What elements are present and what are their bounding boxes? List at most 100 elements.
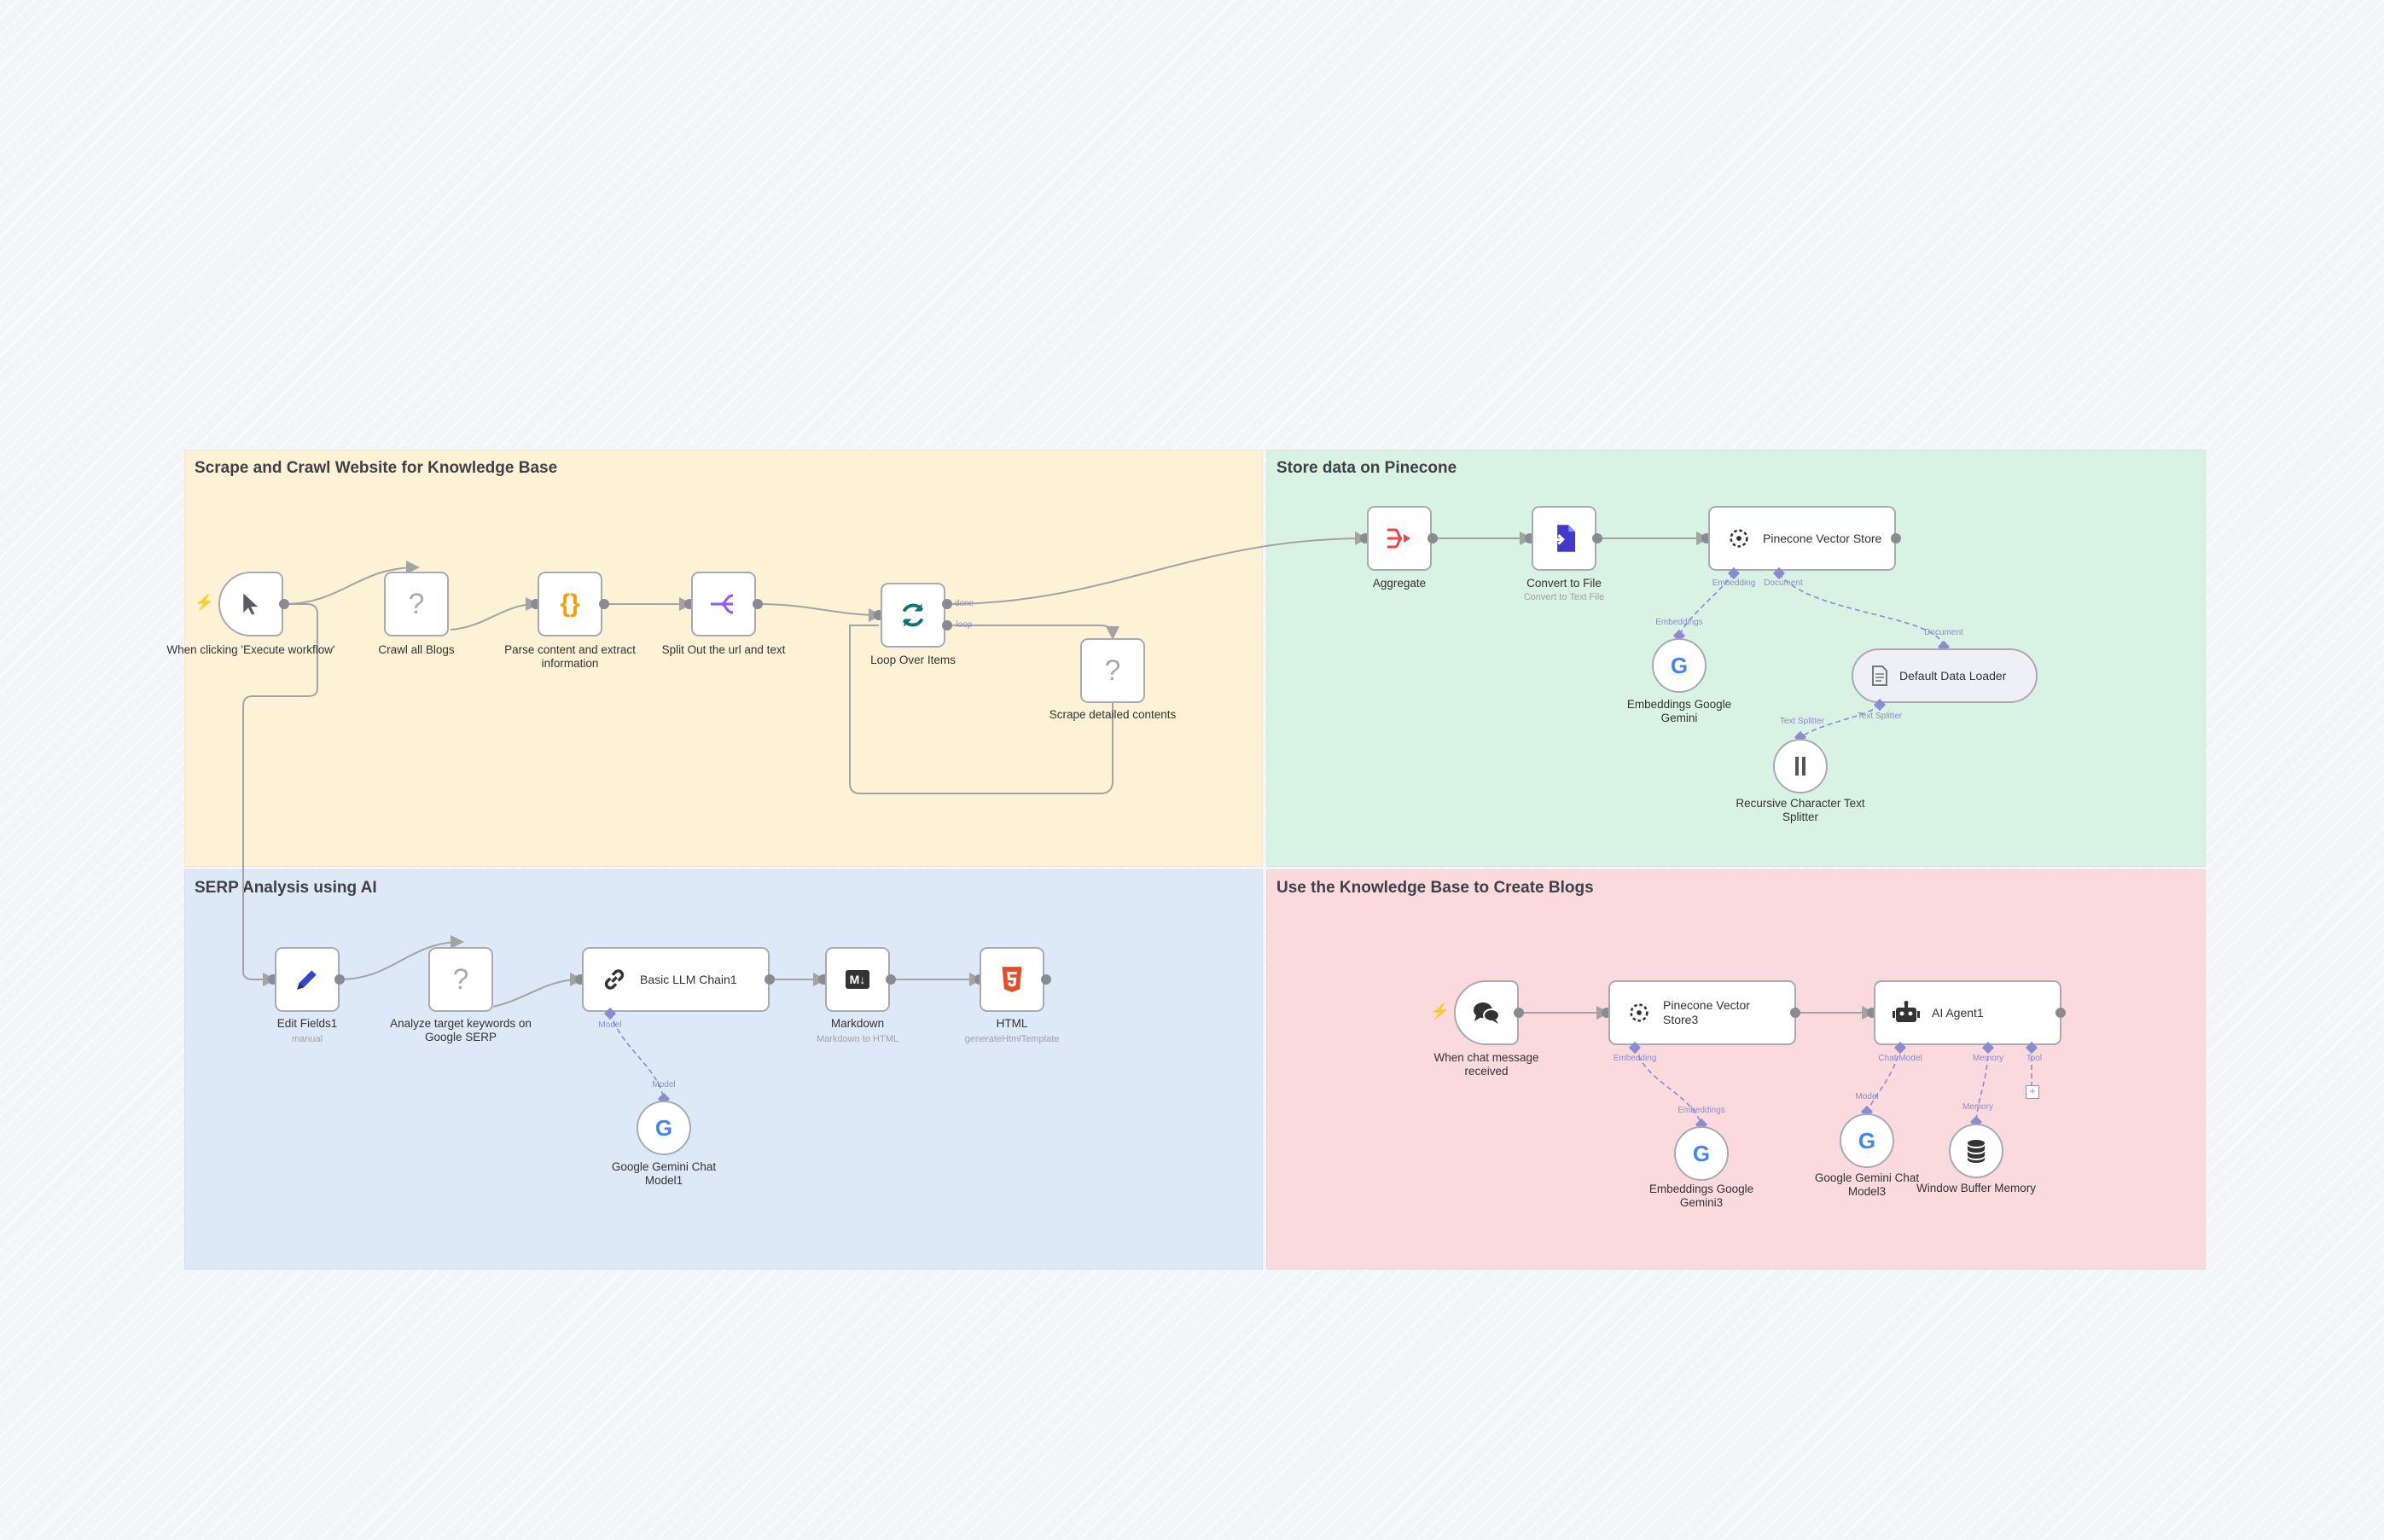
question-icon: ?: [452, 962, 469, 996]
wire-trigger-crawl: [283, 561, 420, 605]
question-icon: ?: [1104, 654, 1121, 687]
google-icon: G: [1692, 1140, 1711, 1166]
output-port-done[interactable]: [942, 599, 952, 609]
node-analyze-keywords[interactable]: ?: [428, 947, 493, 1012]
output-port[interactable]: [1891, 533, 1901, 543]
node-loop-over-items[interactable]: [881, 583, 945, 648]
node-title: Pinecone Vector Store3: [1663, 998, 1750, 1026]
html5-icon: [1002, 967, 1022, 992]
node-ai-agent[interactable]: AI Agent1: [1874, 980, 2061, 1045]
add-tool-button[interactable]: +: [2026, 1085, 2039, 1099]
node-label: HTML: [996, 1017, 1028, 1030]
group-title: SERP Analysis using AI: [195, 879, 377, 897]
output-port[interactable]: [753, 599, 763, 609]
output-port[interactable]: [1041, 974, 1051, 985]
node-default-data-loader[interactable]: Default Data Loader: [1852, 648, 2038, 703]
node-basic-llm-chain[interactable]: Basic LLM Chain1: [582, 947, 770, 1012]
group-title: Scrape and Crawl Website for Knowledge B…: [195, 459, 558, 477]
output-port[interactable]: [334, 974, 345, 985]
port-label: Model: [1855, 1092, 1879, 1101]
node-label: Recursive Character Text Splitter: [1736, 797, 1865, 823]
pinecone-icon: [1630, 1003, 1648, 1022]
robot-icon: [1893, 1001, 1920, 1022]
node-manual-trigger[interactable]: [218, 572, 283, 636]
node-edit-fields[interactable]: [275, 947, 340, 1012]
node-pinecone-vector-store3[interactable]: Pinecone Vector Store3: [1608, 980, 1796, 1045]
node-text-splitter[interactable]: [1773, 739, 1828, 793]
port-label: Memory: [1972, 1054, 2004, 1063]
node-aggregate[interactable]: [1367, 506, 1432, 571]
node-gemini-chat-model1[interactable]: G: [637, 1101, 691, 1155]
port-label: Embeddings: [1678, 1106, 1725, 1115]
port-label: Model: [598, 1020, 622, 1030]
port-label: Model: [652, 1080, 676, 1090]
port-label: Document: [1924, 628, 1963, 637]
port-label: Embedding: [1613, 1054, 1657, 1063]
port-label: Memory: [1962, 1102, 1994, 1112]
node-gemini-chat-model3[interactable]: G: [1840, 1113, 1894, 1168]
node-title: Pinecone Vector Store: [1763, 532, 1882, 545]
node-label: Parse content and extract information: [504, 643, 636, 670]
node-label: Analyze target keywords on Google SERP: [390, 1017, 532, 1043]
google-icon: G: [654, 1114, 673, 1141]
ai-wire-splitter-loader: [1800, 704, 1881, 738]
port-label: Tool: [2026, 1054, 2043, 1063]
link-icon: [604, 969, 625, 990]
output-port[interactable]: [1427, 533, 1438, 543]
node-label: Google Gemini Chat Model3: [1814, 1171, 1920, 1198]
output-port[interactable]: [765, 974, 775, 985]
port-label: loop: [956, 620, 973, 630]
aggregate-icon: [1387, 528, 1410, 549]
port-label: Chat Model: [1878, 1054, 1922, 1063]
node-scrape-detailed[interactable]: ?: [1080, 638, 1145, 703]
pinecone-icon: [1730, 529, 1748, 548]
wire-crawl-parse: [450, 597, 539, 631]
output-port[interactable]: [1790, 1008, 1800, 1018]
node-label: Google Gemini Chat Model1: [611, 1160, 717, 1187]
node-title: Default Data Loader: [1899, 669, 2007, 683]
port-label: Embeddings: [1655, 618, 1703, 627]
trigger-bolt-icon: ⚡: [195, 594, 214, 611]
chat-bubbles-icon: [1474, 1002, 1500, 1024]
node-label: Edit Fields1: [276, 1017, 338, 1030]
output-port[interactable]: [279, 599, 289, 609]
node-label: Crawl all Blogs: [378, 643, 455, 656]
ai-wire-loader-pinecone: [1778, 572, 1945, 648]
node-window-buffer-memory[interactable]: [1949, 1124, 2003, 1178]
node-pinecone-vector-store[interactable]: Pinecone Vector Store: [1708, 506, 1896, 571]
pencil-icon: [297, 970, 317, 990]
output-port[interactable]: [1514, 1008, 1524, 1018]
node-split-out[interactable]: [691, 572, 756, 636]
node-chat-trigger[interactable]: [1454, 980, 1519, 1045]
output-port[interactable]: [1592, 533, 1602, 543]
ai-wire-gemini3-agent: [1866, 1047, 1901, 1113]
output-port[interactable]: [886, 974, 896, 985]
node-embeddings-gemini3[interactable]: G: [1674, 1126, 1729, 1181]
output-port-loop[interactable]: [942, 620, 952, 631]
node-convert-to-file[interactable]: [1532, 506, 1596, 571]
output-port[interactable]: [599, 599, 609, 609]
node-label: Loop Over Items: [870, 654, 956, 666]
file-icon: [1551, 525, 1576, 552]
node-markdown[interactable]: M↓: [825, 947, 890, 1012]
node-embeddings-gemini[interactable]: G: [1652, 638, 1707, 693]
node-title: AI Agent1: [1932, 1006, 1984, 1020]
node-html[interactable]: [980, 947, 1044, 1012]
database-icon: [1968, 1140, 1985, 1163]
node-sublabel: Convert to Text File: [1523, 592, 1605, 602]
braces-icon: {}: [560, 590, 580, 618]
group-serp-analysis[interactable]: SERP Analysis using AI: [184, 869, 1263, 1270]
wire-loop-aggregate: [946, 532, 1369, 605]
group-create-blogs[interactable]: Use the Knowledge Base to Create Blogs: [1266, 869, 2206, 1270]
node-sublabel: Markdown to HTML: [817, 1034, 898, 1044]
document-icon: [1872, 665, 1887, 686]
split-icon: [711, 594, 734, 614]
node-crawl-blogs[interactable]: ?: [384, 572, 449, 636]
node-label: Split Out the url and text: [661, 643, 786, 656]
ai-wire-embeddings3-pinecone3: [1634, 1047, 1702, 1125]
node-parse-content[interactable]: {}: [538, 572, 602, 636]
wire-analyze-chain: [492, 973, 584, 1008]
output-port[interactable]: [2055, 1008, 2066, 1018]
node-label: Markdown: [830, 1017, 885, 1030]
